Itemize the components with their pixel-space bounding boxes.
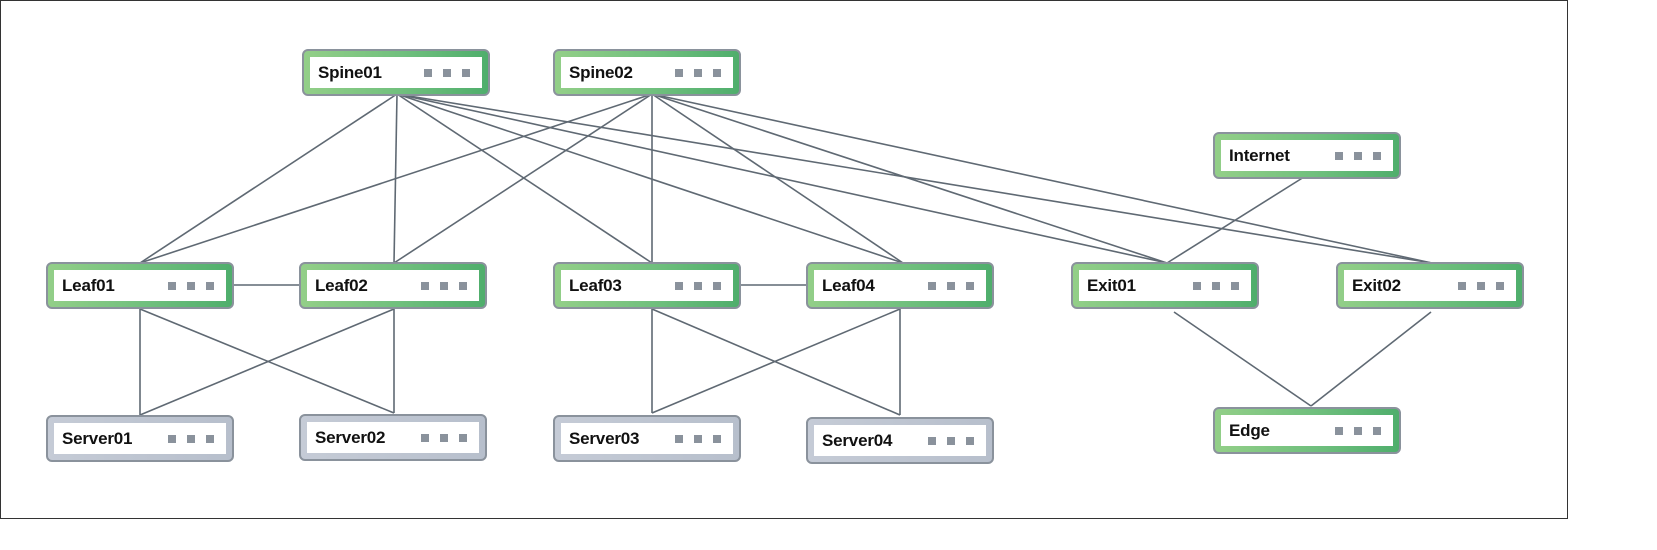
node-label: Spine01 bbox=[318, 62, 382, 82]
more-icon[interactable] bbox=[928, 281, 974, 290]
node-label: Edge bbox=[1229, 420, 1270, 440]
more-icon[interactable] bbox=[675, 434, 721, 443]
link-spine01-leaf03 bbox=[396, 93, 653, 264]
link-spine02-leaf02 bbox=[393, 93, 653, 264]
link-spine02-leaf04 bbox=[651, 93, 904, 264]
link-spine01-exit01 bbox=[396, 93, 1168, 264]
more-icon[interactable] bbox=[168, 434, 214, 443]
node-spine02[interactable]: Spine02 bbox=[553, 49, 741, 96]
node-leaf02[interactable]: Leaf02 bbox=[299, 262, 487, 309]
link-spine02-exit01 bbox=[651, 93, 1168, 264]
more-icon[interactable] bbox=[1335, 426, 1381, 435]
node-label: Exit02 bbox=[1352, 275, 1401, 295]
more-icon[interactable] bbox=[675, 68, 721, 77]
node-server01[interactable]: Server01 bbox=[46, 415, 234, 462]
node-spine01[interactable]: Spine01 bbox=[302, 49, 490, 96]
more-icon[interactable] bbox=[928, 436, 974, 445]
more-icon[interactable] bbox=[421, 433, 467, 442]
link-internet-exit01 bbox=[1166, 176, 1305, 264]
link-leaf04-server03 bbox=[651, 308, 901, 414]
more-icon[interactable] bbox=[168, 281, 214, 290]
node-label: Server02 bbox=[315, 427, 386, 447]
link-spine01-leaf01 bbox=[139, 93, 398, 264]
more-icon[interactable] bbox=[424, 68, 470, 77]
node-server03[interactable]: Server03 bbox=[553, 415, 741, 462]
link-spine01-exit02 bbox=[396, 93, 1433, 264]
node-label: Spine02 bbox=[569, 62, 633, 82]
node-server04[interactable]: Server04 bbox=[806, 417, 994, 464]
node-server02[interactable]: Server02 bbox=[299, 414, 487, 461]
node-leaf04[interactable]: Leaf04 bbox=[806, 262, 994, 309]
more-icon[interactable] bbox=[1193, 281, 1239, 290]
more-icon[interactable] bbox=[1458, 281, 1504, 290]
more-icon[interactable] bbox=[1335, 151, 1381, 160]
node-label: Leaf01 bbox=[62, 275, 115, 295]
node-label: Server03 bbox=[569, 428, 640, 448]
link-spine02-exit02 bbox=[651, 93, 1433, 264]
more-icon[interactable] bbox=[675, 281, 721, 290]
node-label: Internet bbox=[1229, 145, 1290, 165]
link-exit01-edge bbox=[1173, 311, 1312, 407]
link-spine02-leaf01 bbox=[139, 93, 653, 264]
link-leaf03-server04 bbox=[651, 308, 901, 416]
node-exit02[interactable]: Exit02 bbox=[1336, 262, 1524, 309]
link-leaf01-server02 bbox=[139, 308, 395, 414]
diagram-canvas: Spine01 Spine02 Internet Leaf01 Leaf02 L… bbox=[0, 0, 1568, 519]
link-exit02-edge bbox=[1310, 311, 1432, 407]
node-label: Server04 bbox=[822, 430, 893, 450]
node-internet[interactable]: Internet bbox=[1213, 132, 1401, 179]
node-leaf01[interactable]: Leaf01 bbox=[46, 262, 234, 309]
node-label: Exit01 bbox=[1087, 275, 1136, 295]
link-layer bbox=[139, 93, 1433, 416]
node-label: Leaf04 bbox=[822, 275, 875, 295]
link-leaf02-server01 bbox=[139, 308, 395, 416]
node-label: Leaf03 bbox=[569, 275, 622, 295]
node-label: Leaf02 bbox=[315, 275, 368, 295]
node-leaf03[interactable]: Leaf03 bbox=[553, 262, 741, 309]
node-exit01[interactable]: Exit01 bbox=[1071, 262, 1259, 309]
node-edge[interactable]: Edge bbox=[1213, 407, 1401, 454]
more-icon[interactable] bbox=[421, 281, 467, 290]
node-label: Server01 bbox=[62, 428, 133, 448]
link-spine01-leaf04 bbox=[396, 93, 904, 264]
